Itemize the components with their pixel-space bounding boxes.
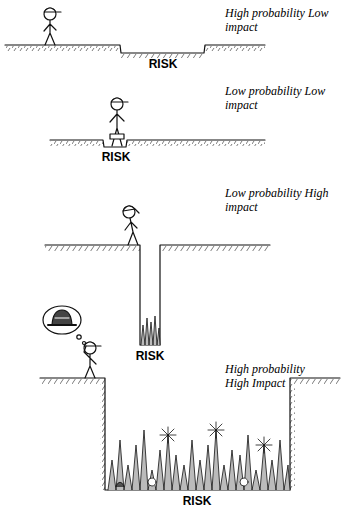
stick-figure	[110, 98, 128, 146]
small-hole	[50, 140, 265, 147]
stick-figure	[123, 206, 139, 245]
probability-impact-note: High probability Low impact	[225, 6, 330, 34]
shallow-wide-hole	[5, 45, 265, 58]
risk-label: RISK	[183, 494, 212, 508]
huge-hole	[40, 378, 340, 490]
stick-figure	[84, 342, 101, 378]
stick-figure	[44, 8, 61, 45]
deep-narrow-hole	[45, 245, 270, 345]
probability-impact-note: High probability High Impact	[225, 362, 330, 390]
probability-impact-note: Low probability Low impact	[225, 84, 330, 112]
risk-label: RISK	[102, 150, 131, 164]
probability-impact-note: Low probability High impact	[225, 186, 330, 214]
risk-label: RISK	[136, 349, 165, 363]
risk-label: RISK	[149, 57, 178, 71]
thought-bubble	[43, 306, 86, 345]
